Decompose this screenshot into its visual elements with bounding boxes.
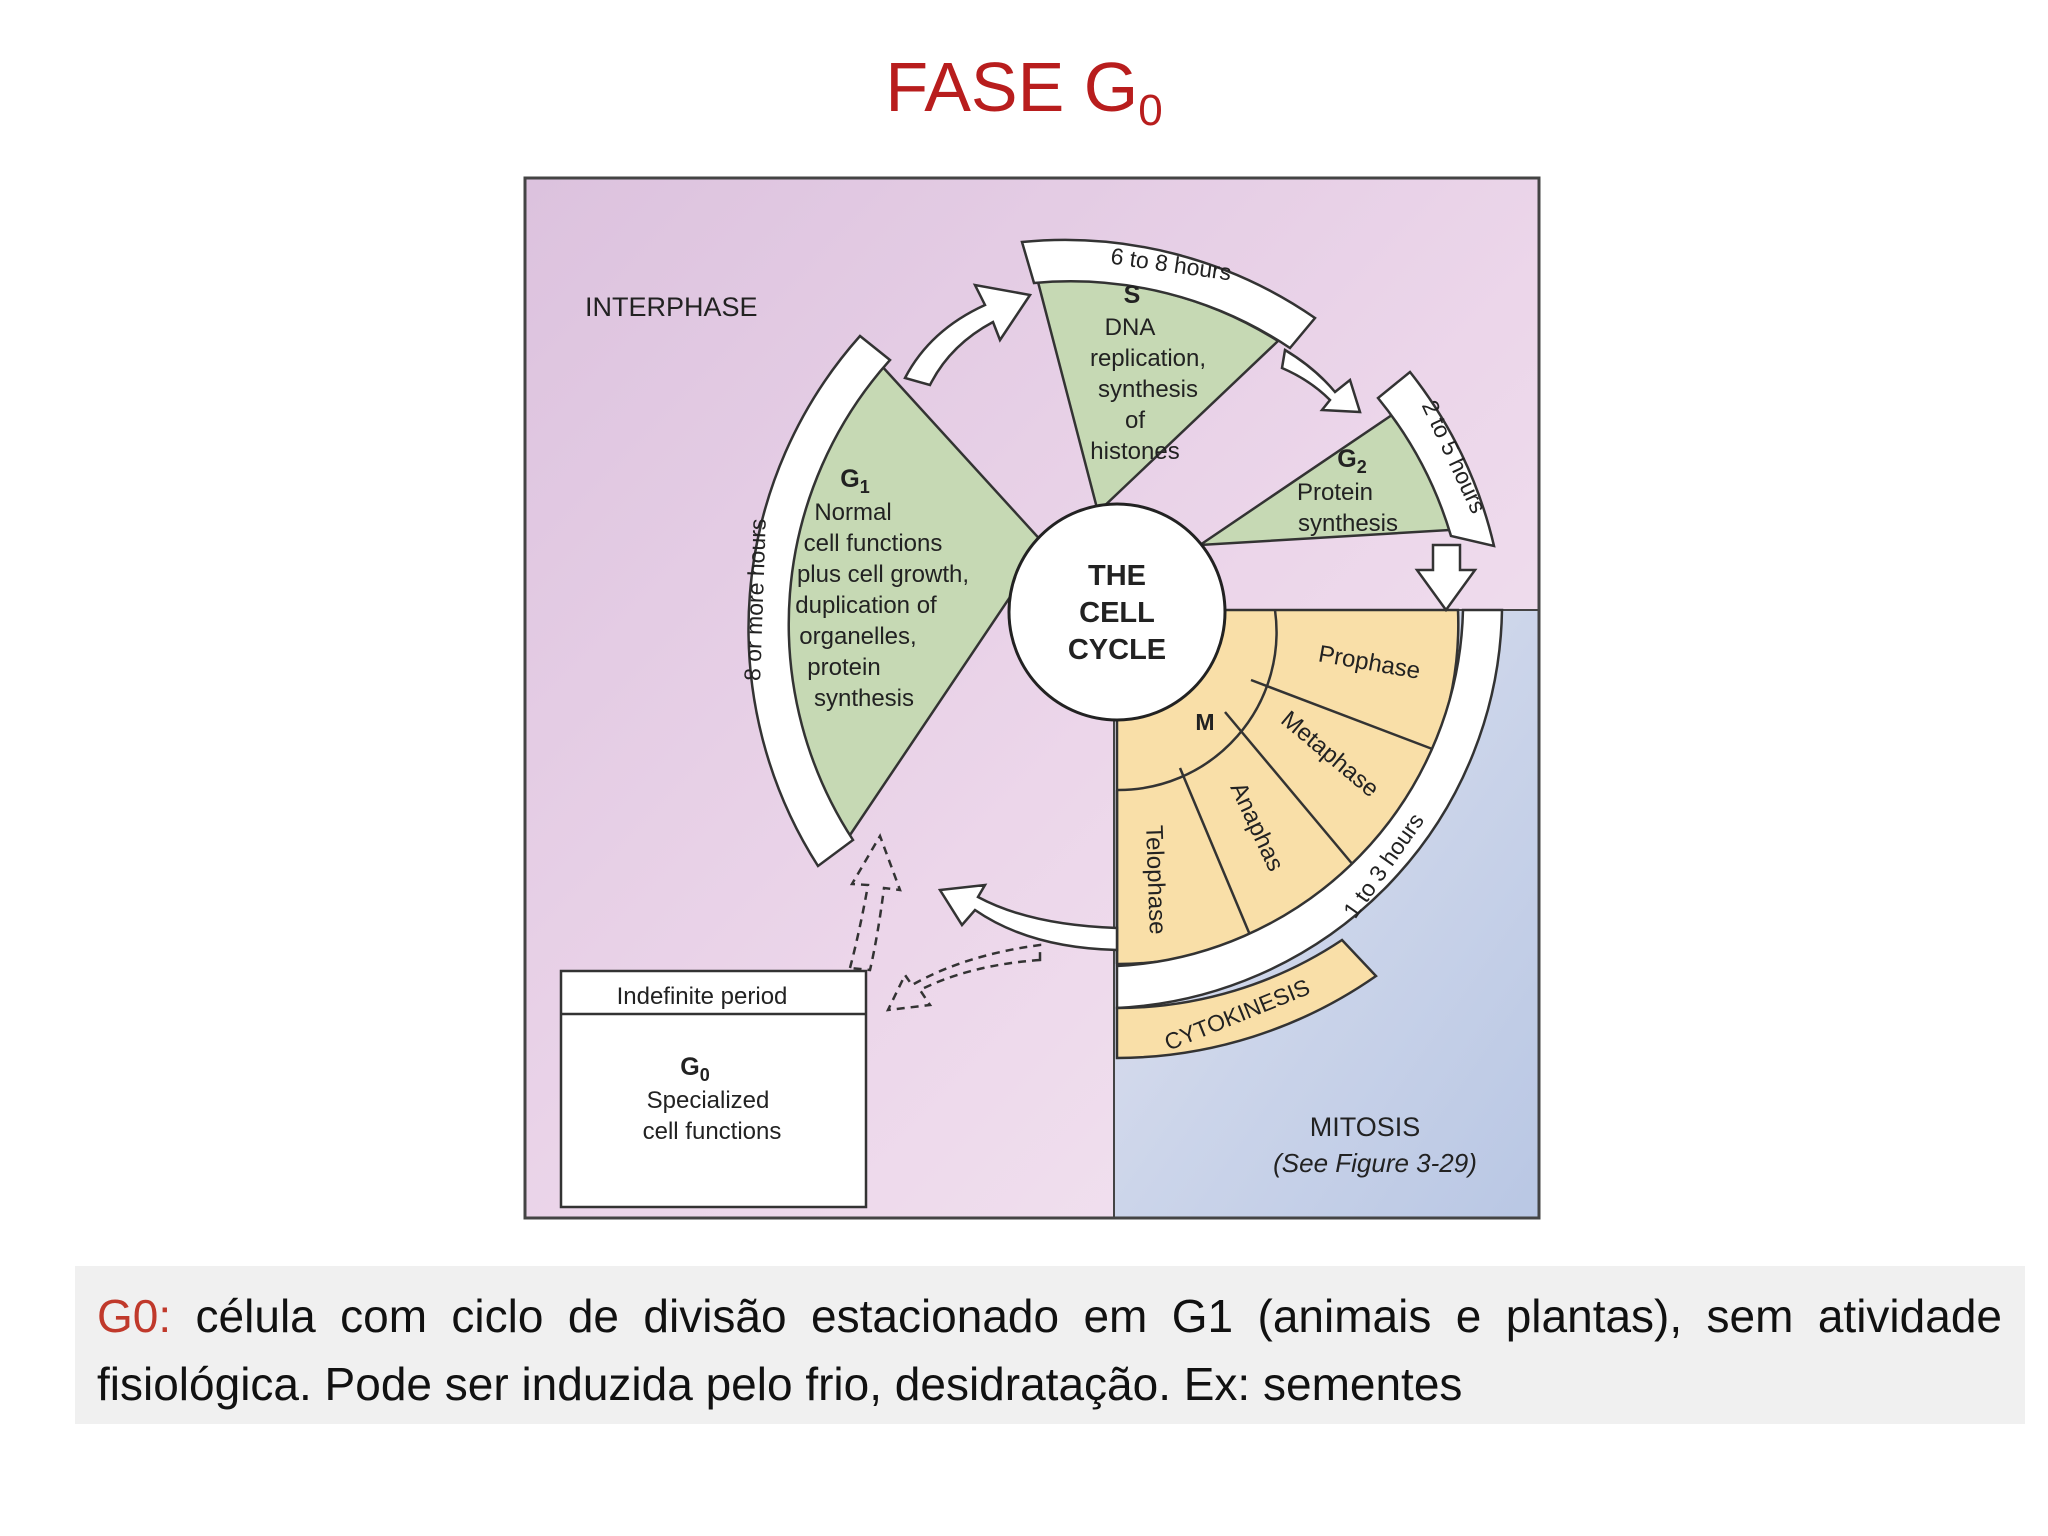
- phase-label-telophase: Telophase: [1140, 825, 1171, 935]
- s-desc-line-3: synthesis: [1098, 376, 1198, 403]
- cytokinesis-band: [1115, 938, 1378, 1060]
- g0-box: [559, 969, 868, 1209]
- s-desc-line-2: replication,: [1090, 345, 1206, 372]
- g1-duration-label: 8 or more hours: [739, 518, 771, 681]
- mitosis-label: MITOSIS: [1310, 1112, 1421, 1142]
- slide-title-subscript: 0: [1138, 86, 1163, 135]
- g1-title: G1: [840, 465, 869, 497]
- g1-duration-band: [747, 334, 892, 868]
- arrow-s-to-g2: [1280, 347, 1362, 414]
- g1-desc-line-6: protein: [807, 654, 880, 681]
- m-divider-3: [1178, 767, 1252, 936]
- g0-desc-line-1: Specialized: [647, 1087, 770, 1114]
- g2-duration-band: [1376, 370, 1496, 548]
- s-desc-line-1: DNA: [1105, 314, 1156, 341]
- arrow-m-to-g1: [937, 883, 1119, 952]
- arrow-g1-to-s: [903, 283, 1033, 387]
- center-label-line-1: THE: [1088, 560, 1146, 592]
- m-inner-arc: [1116, 609, 1278, 792]
- caption-body: célula com ciclo de divisão estacionado …: [97, 1290, 2002, 1410]
- g1-desc-line-3: plus cell growth,: [797, 561, 969, 588]
- m-divider-1: [1250, 678, 1436, 752]
- g2-title: G2: [1337, 445, 1366, 477]
- s-desc-line-5: histones: [1090, 438, 1179, 465]
- s-title: S: [1124, 281, 1141, 309]
- g0-title: G0: [680, 1053, 709, 1085]
- slide-title: FASE G0: [0, 52, 2048, 133]
- g1-desc-line-2: cell functions: [804, 530, 943, 557]
- diagram-frame: [523, 176, 1541, 1220]
- center-label-line-2: CELL: [1079, 597, 1155, 629]
- interphase-label: INTERPHASE: [585, 292, 758, 322]
- mitosis-reference: (See Figure 3-29): [1273, 1148, 1477, 1178]
- g1-desc-line-7: synthesis: [814, 685, 914, 712]
- g0-period-label: Indefinite period: [617, 983, 788, 1010]
- caption-label: G0:: [97, 1290, 172, 1342]
- dashed-arrow-g0-to-g1: [848, 833, 902, 972]
- slide-title-main: FASE G: [885, 48, 1139, 126]
- center-circle: [1007, 502, 1227, 722]
- caption-box: [75, 1266, 2025, 1424]
- g1-desc-line-5: organelles,: [799, 623, 916, 650]
- center-label-line-3: CYCLE: [1068, 634, 1166, 666]
- g1-desc-line-4: duplication of: [795, 592, 937, 619]
- m-divider-2: [1224, 711, 1355, 867]
- g0-desc-line-2: cell functions: [643, 1118, 782, 1145]
- g1-desc-line-1: Normal: [814, 499, 891, 526]
- s-desc-line-4: of: [1125, 407, 1145, 434]
- caption-text: G0: célula com ciclo de divisão estacion…: [97, 1282, 2002, 1418]
- dashed-arrow-m-to-g0: [885, 943, 1042, 1012]
- arrow-g2-to-m: [1414, 543, 1478, 613]
- g2-desc-line-1: Protein: [1297, 479, 1373, 506]
- m-title: M: [1195, 709, 1214, 735]
- s-duration-band: [1020, 238, 1317, 350]
- g2-desc-line-2: synthesis: [1298, 510, 1398, 537]
